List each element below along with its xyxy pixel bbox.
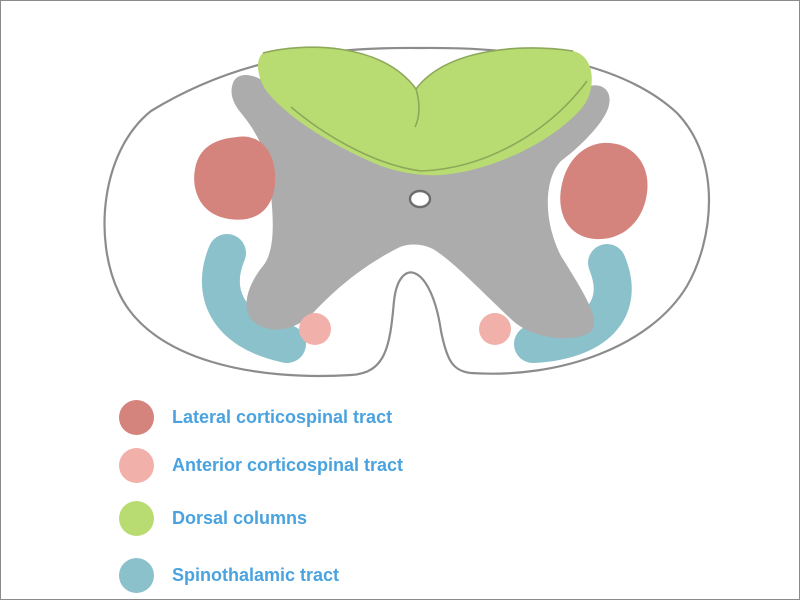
legend-swatch-lateral-corticospinal	[119, 399, 154, 435]
legend-swatch-anterior-corticospinal	[119, 447, 154, 483]
dorsal-columns	[257, 47, 592, 176]
legend-label: Dorsal columns	[172, 507, 308, 528]
legend-label: Spinothalamic tract	[172, 564, 340, 585]
legend-item-lateral-corticospinal: Lateral corticospinal tract	[119, 397, 539, 437]
legend-item-spinothalamic: Spinothalamic tract	[119, 555, 539, 595]
anterior-corticospinal-tract-left	[299, 313, 331, 345]
anterior-corticospinal-tract-right	[479, 313, 511, 345]
legend-item-anterior-corticospinal: Anterior corticospinal tract	[119, 445, 539, 485]
spinothalamic-tract-right	[514, 244, 632, 363]
legend-label: Anterior corticospinal tract	[172, 454, 404, 475]
dorsal-columns-outline	[262, 46, 588, 172]
legend-item-dorsal-columns: Dorsal columns	[119, 498, 539, 538]
lateral-corticospinal-tract-left	[194, 136, 276, 220]
lateral-corticospinal-tract-right	[560, 142, 648, 240]
legend-swatch-spinothalamic	[119, 557, 154, 593]
legend-label: Lateral corticospinal tract	[172, 406, 393, 427]
central-canal	[408, 189, 432, 209]
legend-swatch-dorsal-columns	[119, 500, 154, 536]
spinothalamic-tract-left	[201, 234, 306, 363]
